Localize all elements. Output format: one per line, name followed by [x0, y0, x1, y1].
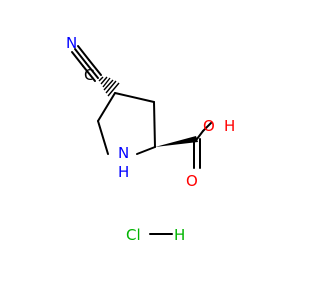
pyrrolidine-ring: [97, 92, 156, 155]
hydroxyl-hydrogen-label: H: [224, 117, 235, 135]
ring-nitrogen-label: N: [118, 144, 129, 162]
chlorine-label: Cl: [126, 226, 141, 244]
nitrile-nitrogen-label: N: [66, 34, 77, 52]
nitrile-carbon-label: C: [84, 66, 94, 84]
hashed-wedge-bond-c4: [98, 76, 120, 97]
bold-wedge-bond-c2: [155, 136, 198, 147]
hcl-hydrogen-label: H: [174, 226, 185, 244]
hydroxyl-oxygen-label: O: [203, 117, 215, 135]
carboxyl-bonds: [193, 122, 212, 169]
molecule-structure: N C N H O H O Cl H: [66, 34, 235, 244]
nitrile-triple-bond: [71, 45, 102, 82]
carbonyl-oxygen-label: O: [186, 172, 198, 190]
ring-nitrogen-hydrogen-label: H: [118, 163, 129, 181]
